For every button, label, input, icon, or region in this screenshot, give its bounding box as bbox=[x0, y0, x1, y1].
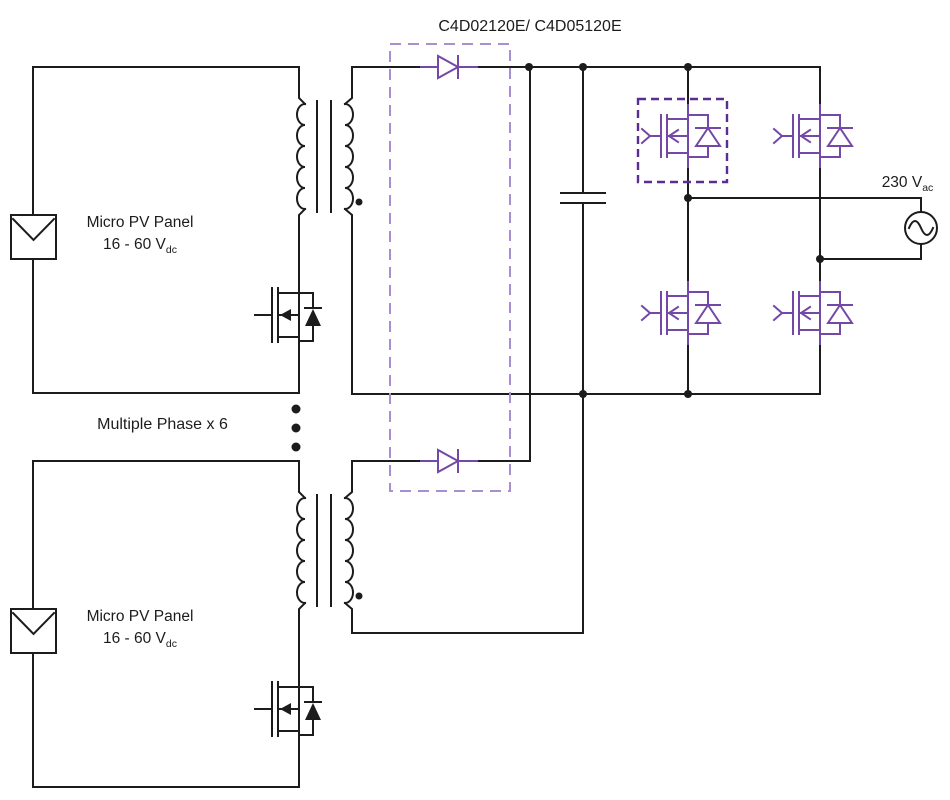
hbridge-mosfet-icon-q4 bbox=[773, 281, 853, 345]
ac-voltage-sub: ac bbox=[922, 182, 934, 195]
pv1-voltage-label: 16 - 60 Vdc bbox=[60, 236, 220, 256]
hbridge-mosfet-icon-q1 bbox=[641, 104, 721, 168]
multiphase-label: Multiple Phase x 6 bbox=[97, 416, 228, 433]
sic-diode-group-box bbox=[389, 43, 511, 492]
hbridge-mosfet-icon-q2 bbox=[773, 104, 853, 168]
pv2-voltage-text: 16 - 60 V bbox=[103, 630, 166, 647]
pv2-voltage-label: 16 - 60 Vdc bbox=[60, 630, 220, 650]
pv1-title-label: Micro PV Panel bbox=[86, 214, 194, 231]
ac-voltage-text: 230 V bbox=[881, 174, 923, 191]
diode2-output-wire bbox=[351, 66, 531, 462]
hbridge-mosfet-highlight-box bbox=[636, 97, 729, 184]
part-number-label: C4D02120E/ C4D05120E bbox=[438, 18, 622, 35]
ac-voltage-label: 230 Vac bbox=[855, 174, 950, 194]
pv2-title-label: Micro PV Panel bbox=[86, 608, 194, 625]
sic-diode-icon-1 bbox=[420, 55, 478, 79]
ac-output-wire-top bbox=[687, 197, 922, 213]
continuation-dots bbox=[291, 404, 301, 452]
hbridge-mosfet-icon-q3 bbox=[641, 281, 721, 345]
dc-link-capacitor-icon bbox=[560, 66, 606, 395]
pv1-voltage-text: 16 - 60 V bbox=[103, 236, 166, 253]
ac-source-icon bbox=[904, 211, 938, 245]
junction-dots bbox=[525, 63, 824, 398]
sic-diode-icon-2 bbox=[420, 449, 478, 473]
secondary2-return-wire bbox=[343, 393, 584, 634]
capacitor-plates bbox=[560, 192, 606, 204]
pv1-voltage-sub: dc bbox=[165, 244, 177, 257]
ac-output-wire-bottom bbox=[819, 243, 922, 260]
secondary1-bottom-lead bbox=[343, 207, 353, 395]
pv2-voltage-sub: dc bbox=[165, 638, 177, 651]
